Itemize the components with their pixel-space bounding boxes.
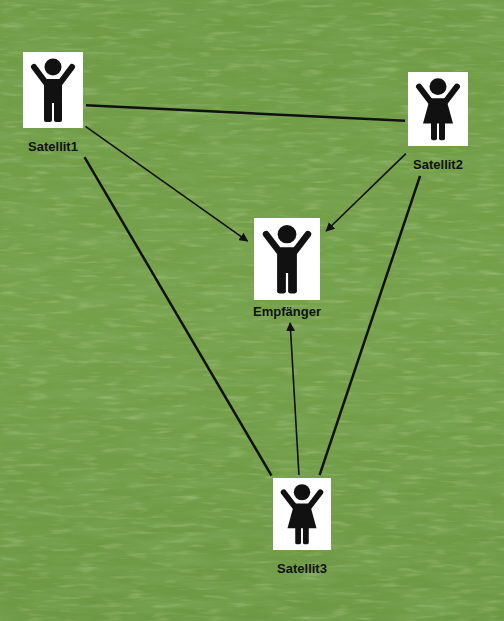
connector-arrow [326, 154, 406, 231]
connector-line [85, 157, 272, 475]
connector-arrow [290, 323, 299, 475]
node-label: Empfänger [250, 304, 324, 320]
person-node: Empfänger [250, 218, 324, 320]
girl-icon [408, 72, 468, 146]
node-label: Satellit1 [23, 139, 83, 155]
girl-icon [273, 478, 331, 550]
connector-arrow [85, 126, 247, 241]
boy-icon [254, 218, 320, 300]
person-node: Satellit3 [273, 478, 331, 577]
person-node: Satellit2 [408, 72, 468, 173]
node-label: Satellit2 [408, 157, 468, 173]
boy-icon [23, 52, 83, 128]
node-label: Satellit3 [273, 561, 331, 577]
connector-line [320, 176, 421, 475]
connector-line [86, 105, 405, 121]
person-node: Satellit1 [23, 52, 83, 155]
